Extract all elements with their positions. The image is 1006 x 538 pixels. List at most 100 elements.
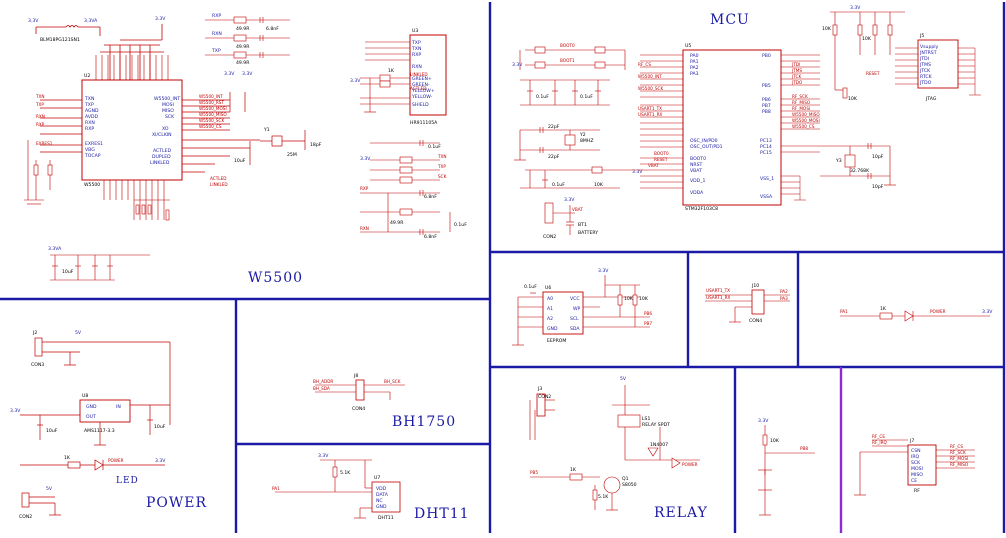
mcu-pin-pa1: PA1: [690, 59, 699, 65]
mcu-pin-pb7: PB7: [762, 103, 771, 109]
net-sck-2: SCK: [438, 174, 447, 179]
jtag-header-body: [917, 39, 959, 89]
net-txp-2: TXP: [437, 164, 446, 169]
j3-designator: J3: [537, 386, 542, 392]
net-boot1: BOOT1: [560, 58, 575, 63]
mcu-chip-body: [682, 49, 782, 206]
net-mcu-reset: RESET: [654, 157, 668, 162]
pin-vbg: VBG: [85, 147, 95, 153]
mcu-pin-pc15: PC15: [760, 150, 772, 156]
rail-5v-con2: 5V: [46, 486, 53, 492]
jtag-tdi: JTDI: [919, 56, 929, 62]
c-10uf-w: 10uF: [234, 158, 246, 164]
net-rxn: RXN: [36, 114, 45, 119]
net-mcu-boot0: BOOT0: [654, 151, 669, 156]
section-title-dht11: DHT11: [414, 506, 470, 522]
eeprom-label: EEPROM: [547, 338, 566, 344]
rf-ce: CE: [911, 478, 917, 484]
r-10k-j2: 10K: [862, 36, 872, 42]
u5-designator: U5: [685, 43, 691, 49]
jtag-tdo: JTDO: [919, 80, 932, 86]
c-18pf-1: 18pF: [310, 142, 322, 148]
jtag-header-designator: J5: [919, 33, 924, 39]
rf-csn: CSN: [911, 448, 921, 454]
eeprom-section: U6 EEPROM A0 A1 A2 GND VCC WP SCL SDA 3.…: [512, 268, 652, 346]
con2-mcu: CON2: [543, 234, 556, 240]
r-1k-rj: 1K: [388, 68, 395, 74]
net-pb8: PB8: [800, 446, 808, 451]
w5500-chip-label: W5500: [84, 182, 100, 188]
net-rxp-2: RXP: [360, 186, 369, 191]
net-rf-mosi: RF_MOSI: [792, 106, 810, 111]
r-5k1-dht: 5.1K: [340, 470, 351, 476]
net-jtdi: JTDI: [791, 62, 800, 67]
mcu-pin-boot0: BOOT0: [690, 156, 706, 162]
net-rf-sck: RF_SCK: [792, 94, 808, 99]
net-vbat-batt: VBAT: [572, 207, 583, 212]
rf-miso: MISO: [911, 472, 923, 478]
section-title-power: POWER: [146, 495, 208, 511]
net-bh-addr: BH_ADDR: [313, 379, 333, 384]
net-boot0: BOOT0: [560, 43, 575, 48]
pin-linkled: LINKLED: [150, 160, 170, 166]
net-w5500-int: W5500_INT: [199, 94, 223, 99]
con2-power: CON2: [19, 514, 32, 520]
r-49r9-4: 49.9R: [390, 220, 404, 226]
net-w5500-sck: W5500_SCK: [199, 118, 224, 123]
r-1k-led: 1K: [64, 455, 71, 461]
mcu-pin-vssa: VSSA: [760, 194, 773, 200]
net-exres1: EXRES1: [36, 141, 53, 146]
rail-5v-in: 5V: [75, 330, 82, 336]
ee-gnd: GND: [547, 326, 558, 332]
dht-nc: NC: [376, 498, 383, 504]
pb8-section: 3.3V PB8 10K: [758, 418, 815, 516]
rj45-txn: TXN: [411, 46, 421, 52]
rail-3v3-boot: 3.3V: [512, 62, 523, 68]
mcu-pin-pc13: PC13: [760, 138, 772, 144]
r-1k-pa1: 1K: [880, 306, 887, 312]
mcu-pin-pb8: PB8: [762, 109, 771, 115]
pin-rxp: RXP: [85, 126, 94, 132]
net-rf-ce: RF_CE: [872, 434, 885, 439]
r-10k-rst: 10K: [594, 182, 604, 188]
pa1-power-label: POWER: [930, 309, 946, 314]
pin-sck: SCK: [165, 114, 175, 120]
c-100nf-term-1: 0.1uF: [428, 144, 441, 150]
y1-value: 25M: [287, 152, 297, 158]
net-w5500-rst: W5500_RST: [199, 100, 224, 105]
r-10k-pb8: 10K: [770, 438, 780, 444]
q1-value: S8050: [622, 482, 637, 488]
mcu-pin-vdda: VDDA: [690, 190, 704, 196]
mcu-section: BOOT0 BOOT1 3.3V 0.1uF 0.1uF STM32F103C8…: [512, 5, 981, 240]
pin-rxn: RXN: [85, 120, 95, 126]
c-100nf-term-2: 0.1uF: [454, 222, 467, 228]
dht-vdd: VDD: [376, 486, 387, 492]
net-txp: TXP: [35, 102, 44, 107]
w5500-term-network: TXN TXP SCK RXP RXN 3.3V 0.1uF 6.8nF 0.1…: [360, 140, 467, 240]
w5500-section: 3.3V 3.3VA 3.3V BLM18PG121SN1 W5500 U2: [24, 13, 322, 281]
rj45-txp: TXP: [411, 40, 421, 46]
relay-power-label: POWER: [682, 462, 698, 467]
r-10k-j3: 10K: [848, 96, 858, 102]
r-49r9-1: 49.9R: [236, 26, 250, 32]
net-mcu-usart-rx: USART1_RX: [638, 112, 662, 117]
u7-designator: U7: [374, 475, 380, 481]
dht11-section: U7 DHT11 VDD DATA NC GND PA1 3.3V 5.1K: [272, 453, 401, 521]
pin-xo: XO: [162, 126, 169, 132]
rf-label: RF: [914, 488, 920, 494]
relay-connector: CON2: [538, 394, 551, 400]
net-rf-miso: RF_MISO: [792, 100, 811, 105]
net-bh-sda: BH_SDA: [313, 386, 330, 391]
rail-3v3-out: 3.3V: [10, 408, 21, 414]
c-22pf-1: 22pF: [548, 124, 560, 130]
bh1750-section: J8 CON4 BH_ADDR BH_SDA BH_SCK: [313, 373, 405, 412]
power-connector: CON3: [31, 362, 44, 368]
section-title-led: LED: [116, 476, 139, 486]
mcu-pin-pa2: PA2: [690, 65, 699, 71]
y1-designator: Y1: [263, 127, 270, 133]
rj45-green-minus: GREEN-: [412, 82, 430, 88]
rf-designator: J7: [909, 438, 914, 444]
c-10uf-p1: 10uF: [46, 428, 58, 434]
c-6p8nf-3: 6.8nF: [424, 234, 437, 240]
diode-value: 1N4007: [650, 442, 668, 448]
